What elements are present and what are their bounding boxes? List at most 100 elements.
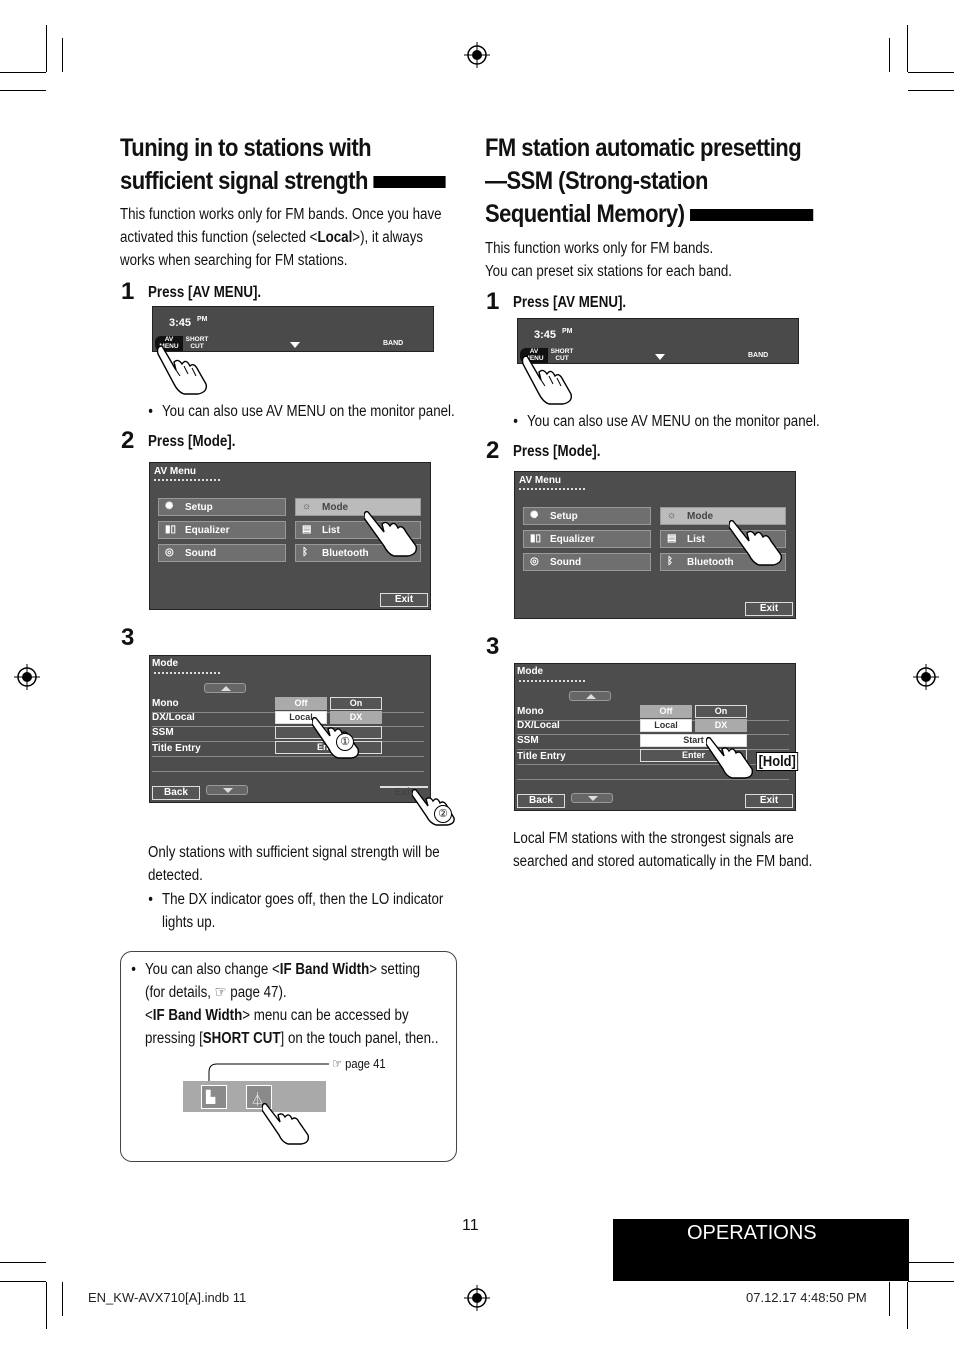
- footer-file-info: EN_KW-AVX710[A].indb 11: [88, 1290, 247, 1305]
- setup-label: Setup: [550, 511, 578, 522]
- page-number: 11: [462, 1217, 479, 1234]
- mono-on-button[interactable]: On: [695, 705, 747, 718]
- crop-mark: [908, 1281, 954, 1282]
- equalizer-icon: ▮▯: [530, 533, 542, 544]
- title-underline: [154, 672, 220, 674]
- list-icon: ▤: [302, 524, 312, 535]
- crop-mark: [907, 1282, 908, 1329]
- local-button[interactable]: Local: [640, 719, 692, 732]
- short-cut-label: CUT: [190, 342, 204, 350]
- crop-mark: [62, 1282, 63, 1316]
- dx-button[interactable]: DX: [330, 711, 382, 724]
- dx-button[interactable]: DX: [695, 719, 747, 732]
- setup-button[interactable]: ✺ Setup: [158, 498, 286, 516]
- screen-title: AV Menu: [519, 475, 562, 486]
- av-menu-label: MENU: [524, 355, 544, 362]
- mono-off-button[interactable]: Off: [640, 705, 692, 718]
- scroll-up-button[interactable]: [569, 691, 611, 701]
- sound-label: Sound: [185, 548, 217, 559]
- setting-row-label: Title Entry: [152, 743, 201, 754]
- text-line: Local FM stations with the strongest sig…: [513, 830, 794, 847]
- title-line: Tuning in to stations with: [120, 134, 372, 162]
- equalizer-button[interactable]: ▮▯Equalizer: [523, 530, 651, 548]
- short-cut-label: CUT: [555, 354, 569, 362]
- sound-icon: ◎: [165, 547, 174, 558]
- setting-name: IF Band Width: [152, 1007, 243, 1024]
- sound-button[interactable]: ◎ Sound: [523, 553, 651, 571]
- sound-button[interactable]: ◎ Sound: [158, 544, 286, 562]
- crop-mark: [0, 1281, 46, 1282]
- text-line: >), it always: [352, 229, 424, 246]
- mode-button[interactable]: ☼Mode: [660, 507, 786, 525]
- step-number: 1: [121, 278, 135, 305]
- row-divider: [517, 779, 789, 780]
- exit-button[interactable]: Exit: [745, 602, 793, 616]
- step-number: 3: [121, 624, 135, 651]
- exit-button[interactable]: Exit: [745, 794, 793, 808]
- setting-row-label: SSM: [517, 735, 539, 746]
- crop-mark: [908, 1262, 954, 1263]
- chevron-down-icon[interactable]: [290, 342, 300, 348]
- scroll-up-button[interactable]: [204, 683, 246, 693]
- back-button[interactable]: Back: [517, 794, 565, 808]
- equalizer-icon: ▮▯: [165, 524, 177, 535]
- exit-button[interactable]: Exit: [380, 593, 428, 607]
- equalizer-button[interactable]: ▮▯Equalizer: [158, 521, 286, 539]
- mono-off-button[interactable]: Off: [275, 697, 327, 710]
- sound-label: Sound: [550, 557, 582, 568]
- mode-screen: Mode Mono DX/Local SSM Title Entry Off O…: [514, 663, 796, 811]
- pointing-hand-icon: [706, 736, 754, 779]
- footer-timestamp: 07.12.17 4:48:50 PM: [746, 1290, 867, 1305]
- note-box: [120, 951, 457, 1162]
- back-button[interactable]: Back: [152, 786, 200, 800]
- text-line: > setting: [369, 961, 421, 978]
- step-number: 2: [121, 427, 135, 454]
- scroll-down-button[interactable]: [206, 785, 248, 795]
- setting-row-label: DX/Local: [152, 712, 195, 723]
- band-button[interactable]: BAND: [383, 340, 404, 347]
- crop-mark: [62, 38, 63, 72]
- title-line: FM station automatic presetting: [485, 134, 802, 162]
- if-band-width-shortcut-button[interactable]: ⏃: [246, 1085, 272, 1109]
- setting-name: IF Band Width: [279, 961, 370, 978]
- chevron-down-icon[interactable]: [655, 354, 665, 360]
- chevron-up-icon: [586, 694, 596, 699]
- title-bar: [689, 209, 814, 222]
- sound-icon: ◎: [530, 556, 539, 567]
- crop-mark: [46, 1282, 47, 1329]
- gear-icon: ✺: [530, 510, 539, 521]
- gear-icon: ✺: [165, 501, 174, 512]
- chevron-down-icon: [588, 796, 598, 801]
- bluetooth-label: Bluetooth: [687, 557, 734, 568]
- band-button[interactable]: BAND: [748, 352, 769, 359]
- text-line: You can also change <: [145, 961, 280, 978]
- intro-paragraph-left: This function works only for FM bands. O…: [120, 203, 442, 272]
- equalizer-shortcut-button[interactable]: ▙: [201, 1085, 227, 1109]
- setup-label: Setup: [185, 502, 213, 513]
- text-line: This function works only for FM bands. O…: [120, 206, 442, 223]
- mono-on-button[interactable]: On: [330, 697, 382, 710]
- title-line: Sequential Memory): [485, 200, 685, 228]
- title-underline: [154, 479, 220, 483]
- text-line: searched and stored automatically in the…: [513, 853, 813, 870]
- title-underline: [519, 680, 585, 682]
- local-setting: Local: [317, 229, 353, 246]
- crop-mark: [46, 25, 47, 72]
- mode-screen: Mode Mono DX/Local SSM Title Entry Off O…: [149, 655, 431, 803]
- step-text: Press [AV MENU].: [148, 284, 262, 301]
- mode-button[interactable]: ☼Mode: [295, 498, 421, 516]
- setting-row-label: DX/Local: [517, 720, 560, 731]
- clock-pm: PM: [197, 316, 208, 323]
- registration-mark-icon: [913, 664, 939, 690]
- setup-button[interactable]: ✺ Setup: [523, 507, 651, 525]
- exit-button[interactable]: Exit: [380, 786, 428, 798]
- ssm-start-button[interactable]: Start: [640, 734, 747, 747]
- text-line: ] on the touch panel, then..: [280, 1030, 439, 1047]
- pointing-hand-icon: [262, 1102, 310, 1145]
- setting-name: SHORT CUT: [202, 1030, 281, 1047]
- pointing-hand-icon: [521, 355, 573, 405]
- scroll-down-button[interactable]: [571, 793, 613, 803]
- text-line: You can preset six stations for each ban…: [485, 263, 733, 280]
